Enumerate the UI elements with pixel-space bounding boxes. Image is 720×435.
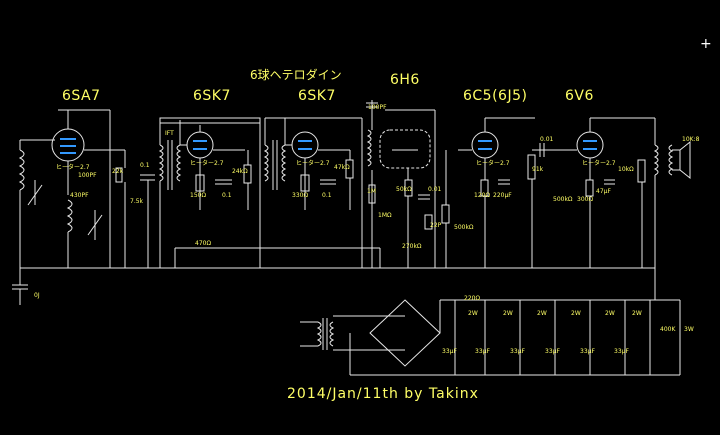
label-heater-2: ヒーター2.7 — [190, 160, 224, 167]
label-300: 300Ω — [577, 196, 594, 203]
tube-label-6sa7: 6SA7 — [62, 88, 101, 104]
speaker — [679, 140, 691, 180]
label-2w-e: 2W — [605, 310, 615, 317]
label-500k-vr: 500kΩ — [454, 224, 474, 231]
label-120: 120Ω — [474, 192, 491, 199]
tube-6v6 — [576, 131, 604, 159]
label-330: 330Ω — [292, 192, 309, 199]
label-220uf: 220μF — [493, 192, 512, 199]
tube-label-6h6: 6H6 — [390, 72, 420, 88]
label-2w-b: 2W — [503, 310, 513, 317]
label-heater-5: ヒーター2.7 — [582, 160, 616, 167]
tube-6sk7-2 — [291, 131, 319, 159]
power-transformer — [316, 321, 322, 347]
label-47k: 47kΩ — [334, 164, 350, 171]
osc-coil — [66, 199, 73, 233]
label-500k: 500kΩ — [553, 196, 573, 203]
label-33uf-e: 33μF — [580, 348, 595, 355]
label-33uf-b: 33μF — [475, 348, 490, 355]
label-1m-2: 1MΩ — [378, 212, 392, 219]
label-33uf-a: 33μF — [442, 348, 457, 355]
label-10k: 10kΩ — [618, 166, 634, 173]
label-400k: 400K — [660, 326, 676, 333]
label-0-01-b: 0.01 — [540, 136, 554, 143]
label-33uf-c: 33μF — [510, 348, 525, 355]
label-7-5k: 7.5k — [130, 198, 144, 205]
label-22p: 22P — [430, 222, 442, 229]
label-speaker-ratio: 10K:8 — [682, 136, 700, 143]
bridge-rectifier — [369, 299, 441, 367]
label-100pf: 100PF — [78, 172, 97, 179]
tube-6c5 — [471, 131, 499, 159]
tube-6sk7-1 — [186, 131, 214, 159]
label-2w-f: 2W — [632, 310, 642, 317]
ift-3 — [366, 129, 372, 167]
label-3w: 3W — [684, 326, 694, 333]
label-24k: 24kΩ — [232, 168, 248, 175]
label-ift: IFT — [165, 130, 174, 137]
tube-label-6sk7-2: 6SK7 — [298, 88, 336, 104]
label-33uf-d: 33μF — [545, 348, 560, 355]
tube-label-6c5: 6C5(6J5) — [463, 88, 528, 104]
label-91k: 91k — [532, 166, 544, 173]
label-150: 150Ω — [190, 192, 207, 199]
label-220: 220Ω — [464, 295, 481, 302]
label-1m: 1M — [367, 188, 376, 195]
label-33uf-f: 33μF — [614, 348, 629, 355]
label-0j: 0J — [34, 292, 40, 299]
antenna-coil — [18, 149, 25, 191]
label-22k: 22k — [112, 168, 124, 175]
tube-6h6 — [379, 129, 431, 169]
label-heater-3: ヒーター2.7 — [296, 160, 330, 167]
ift-1 — [158, 144, 164, 182]
label-50k: 50kΩ — [396, 186, 412, 193]
label-430pf: 430PF — [70, 192, 89, 199]
label-heater-1: ヒーター2.7 — [56, 164, 90, 171]
crosshair-cursor: + — [700, 36, 712, 52]
label-2w-a: 2W — [468, 310, 478, 317]
output-transformer — [653, 144, 659, 176]
label-2w-c: 2W — [537, 310, 547, 317]
ift-2 — [263, 144, 269, 182]
tube-label-6v6: 6V6 — [565, 88, 594, 104]
tube-elements — [60, 138, 597, 154]
label-2w-d: 2W — [571, 310, 581, 317]
label-0-1-a: 0.1 — [140, 162, 150, 169]
schematic-title: 6球ヘテロダイン — [250, 68, 342, 82]
label-47uf: 47μF — [596, 188, 611, 195]
signature: 2014/Jan/11th by Takinx — [287, 386, 479, 402]
label-470: 470Ω — [195, 240, 212, 247]
tube-label-6sk7-1: 6SK7 — [193, 88, 231, 104]
label-0-1-b: 0.1 — [222, 192, 232, 199]
label-heater-4: ヒーター2.7 — [476, 160, 510, 167]
label-270k: 270kΩ — [402, 243, 422, 250]
label-0-1-c: 0.1 — [322, 192, 332, 199]
label-100pf-2: 100PF — [368, 104, 387, 111]
label-0-01: 0.01 — [428, 186, 442, 193]
